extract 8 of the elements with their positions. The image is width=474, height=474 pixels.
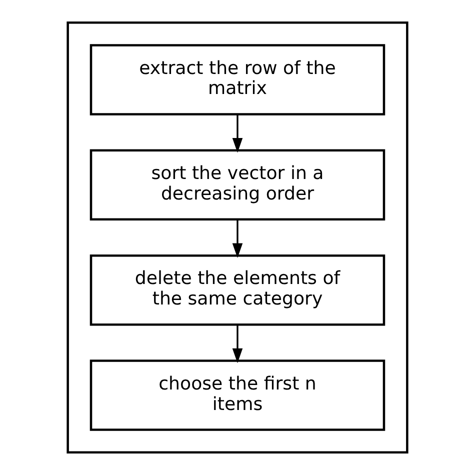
arrow	[232, 324, 242, 363]
node-box: delete the elements of the same category	[89, 254, 385, 326]
arrow	[232, 114, 242, 152]
node-box: sort the vector in a decreasing order	[89, 148, 385, 220]
arrow	[232, 218, 242, 258]
cluster	[66, 20, 408, 454]
node-box: choose the first n items	[89, 359, 385, 430]
node-box: extract the row of the matrix	[89, 44, 385, 115]
